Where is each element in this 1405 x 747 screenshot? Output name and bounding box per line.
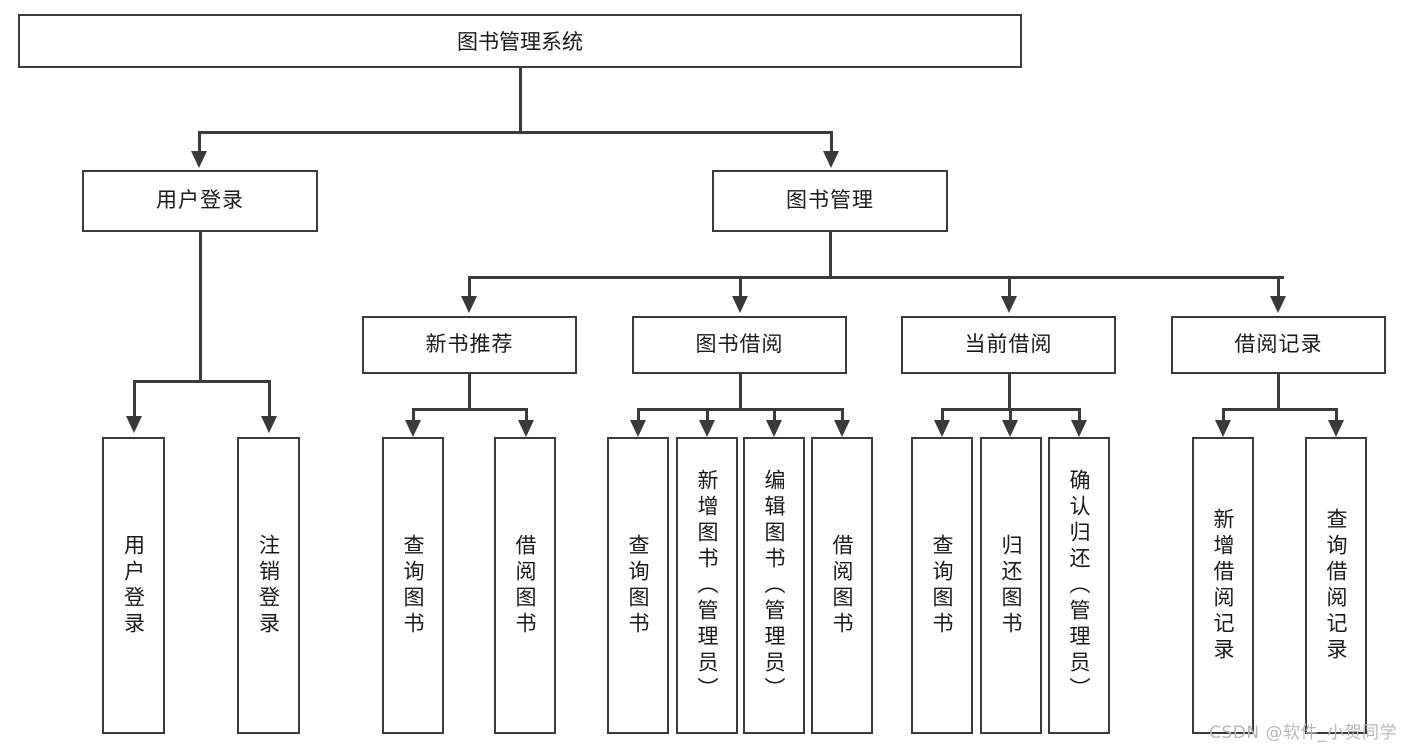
watermark-text: CSDN @软件_小贺同学	[1209, 723, 1397, 743]
connector-user-login-bus	[133, 380, 268, 383]
leaf-current-borrow-return-book[interactable]: 归还图书	[980, 437, 1042, 734]
arrowhead-borrow-record-leaf-1	[1215, 420, 1231, 437]
node-label: 查询图书	[401, 533, 426, 638]
arrowhead-new-book-recommend-leaf-2	[518, 420, 534, 437]
arrowhead-user-login-leaf-1	[126, 416, 142, 433]
leaf-book-borrow-query-book[interactable]: 查询图书	[607, 437, 669, 734]
arrowhead-borrow-record-leaf-2	[1328, 420, 1344, 437]
leaf-user-login-login[interactable]: 用户登录	[102, 437, 165, 734]
arrowhead-user-login-leaf-2	[261, 416, 277, 433]
node-label: 确认归还（管理员）	[1067, 468, 1092, 703]
node-label: 新增借阅记录	[1211, 507, 1236, 664]
node-label: 借阅图书	[513, 533, 538, 638]
connector-to-borrow-record	[1277, 276, 1280, 298]
node-label: 借阅图书	[830, 533, 855, 638]
connector-to-user-login	[198, 131, 201, 153]
leaf-book-borrow-borrow-book[interactable]: 借阅图书	[811, 437, 873, 734]
connector-book-borrow-leaf-1	[637, 408, 640, 422]
arrowhead-book-borrow-leaf-4	[834, 420, 850, 437]
arrowhead-to-new-book-recommend	[461, 296, 477, 313]
connector-borrow-record-bus	[1222, 408, 1337, 411]
connector-book-borrow-leaf-4	[841, 408, 844, 422]
arrowhead-current-borrow-leaf-3	[1071, 420, 1087, 437]
node-label: 借阅记录	[1234, 332, 1323, 357]
node-book-borrow[interactable]: 图书借阅	[632, 316, 847, 374]
connector-borrow-record-stem	[1277, 374, 1280, 408]
leaf-new-book-recommend-borrow-book[interactable]: 借阅图书	[494, 437, 556, 734]
arrowhead-to-borrow-record	[1270, 296, 1286, 313]
connector-current-borrow-leaf-2	[1009, 408, 1012, 422]
arrowhead-current-borrow-leaf-2	[1002, 420, 1018, 437]
connector-current-borrow-leaf-1	[941, 408, 944, 422]
leaf-borrow-record-add-record[interactable]: 新增借阅记录	[1192, 437, 1254, 734]
leaf-current-borrow-confirm-return-admin[interactable]: 确认归还（管理员）	[1048, 437, 1110, 734]
connector-to-book-borrow	[739, 276, 742, 298]
node-new-book-recommend[interactable]: 新书推荐	[362, 316, 577, 374]
arrowhead-book-borrow-leaf-1	[630, 420, 646, 437]
connector-book-borrow-leaf-2	[706, 408, 709, 422]
connector-book-borrow-bus	[637, 408, 844, 411]
connector-new-book-recommend-stem	[468, 374, 471, 408]
leaf-current-borrow-query-book[interactable]: 查询图书	[911, 437, 973, 734]
connector-borrow-record-leaf-1	[1222, 408, 1225, 422]
connector-current-borrow-leaf-3	[1078, 408, 1081, 422]
connector-new-book-recommend-leaf-1	[412, 408, 415, 422]
leaf-borrow-record-query-record[interactable]: 查询借阅记录	[1305, 437, 1367, 734]
node-label: 用户登录	[156, 188, 244, 213]
leaf-user-login-logout[interactable]: 注销登录	[237, 437, 300, 734]
node-label: 当前借阅	[964, 332, 1053, 357]
connector-user-login-leaf-1	[133, 380, 136, 418]
leaf-new-book-recommend-query-book[interactable]: 查询图书	[382, 437, 444, 734]
arrowhead-to-user-login	[191, 151, 207, 168]
connector-book-borrow-leaf-3	[773, 408, 776, 422]
arrowhead-current-borrow-leaf-1	[934, 420, 950, 437]
node-label: 新增图书（管理员）	[695, 468, 720, 703]
node-root-book-management-system[interactable]: 图书管理系统	[18, 14, 1022, 68]
connector-to-current-borrow	[1008, 276, 1011, 298]
node-current-borrow[interactable]: 当前借阅	[901, 316, 1116, 374]
node-label: 图书管理系统	[457, 30, 583, 54]
connector-current-borrow-stem	[1008, 374, 1011, 408]
leaf-book-borrow-edit-book-admin[interactable]: 编辑图书（管理员）	[743, 437, 805, 734]
connector-new-book-recommend-leaf-2	[525, 408, 528, 422]
node-label: 注销登录	[256, 533, 281, 638]
connector-level3-bus	[468, 276, 1284, 279]
connector-level2-bus	[198, 131, 832, 134]
node-user-login[interactable]: 用户登录	[82, 170, 318, 232]
arrowhead-book-borrow-leaf-2	[699, 420, 715, 437]
node-label: 编辑图书（管理员）	[762, 468, 787, 703]
node-label: 查询借阅记录	[1324, 507, 1349, 664]
connector-book-management-stem	[829, 232, 832, 276]
node-label: 新书推荐	[425, 332, 514, 357]
connector-user-login-stem	[199, 232, 202, 380]
connector-root-stem	[519, 68, 522, 131]
node-label: 查询图书	[626, 533, 651, 638]
connector-borrow-record-leaf-2	[1335, 408, 1338, 422]
connector-to-new-book-recommend	[468, 276, 471, 298]
leaf-book-borrow-add-book-admin[interactable]: 新增图书（管理员）	[676, 437, 738, 734]
node-borrow-record[interactable]: 借阅记录	[1171, 316, 1386, 374]
node-label: 查询图书	[930, 533, 955, 638]
connector-user-login-leaf-2	[268, 380, 271, 418]
connector-to-book-management	[830, 131, 833, 153]
arrowhead-new-book-recommend-leaf-1	[405, 420, 421, 437]
arrowhead-to-current-borrow	[1001, 296, 1017, 313]
connector-new-book-recommend-bus	[412, 408, 527, 411]
node-label: 归还图书	[999, 533, 1024, 638]
node-label: 用户登录	[121, 533, 146, 638]
node-book-management[interactable]: 图书管理	[712, 170, 948, 232]
arrowhead-book-borrow-leaf-3	[766, 420, 782, 437]
connector-book-borrow-stem	[739, 374, 742, 408]
arrowhead-to-book-borrow	[732, 296, 748, 313]
node-label: 图书借阅	[695, 332, 784, 357]
node-label: 图书管理	[786, 188, 874, 213]
arrowhead-to-book-management	[823, 151, 839, 168]
